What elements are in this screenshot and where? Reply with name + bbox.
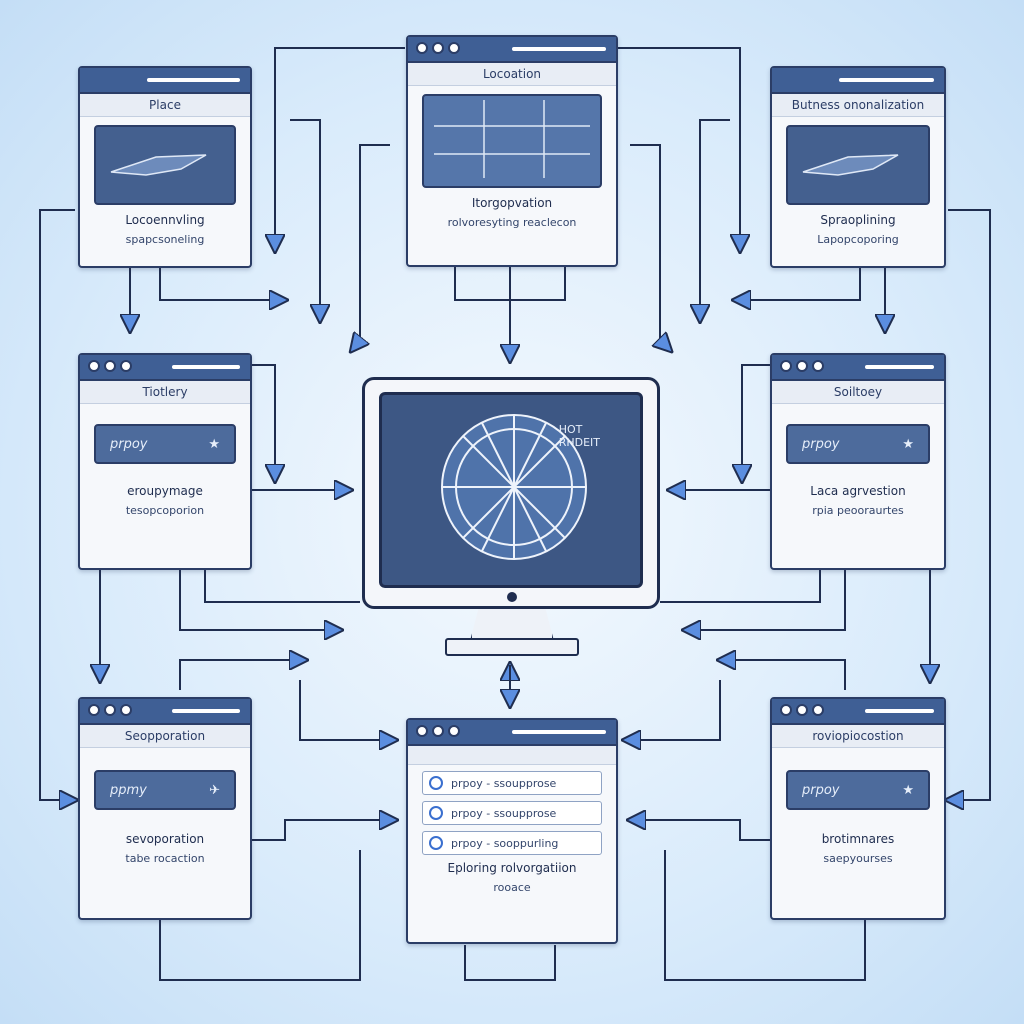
- banner-label: prpoy: [802, 436, 840, 452]
- star-icon: ✈: [209, 782, 220, 798]
- window-title: Tiotlery: [80, 381, 250, 404]
- radio-button[interactable]: [429, 836, 443, 850]
- monitor-stand: [470, 609, 554, 641]
- list-item-label: prpoy - sooppurling: [451, 836, 559, 850]
- title-bar: [408, 720, 616, 746]
- caption: saepyourses: [823, 852, 893, 865]
- power-dot: [507, 592, 517, 602]
- window-title: Seopporation: [80, 725, 250, 748]
- caption: Spraoplining: [820, 213, 896, 227]
- banner-label: prpoy: [110, 436, 148, 452]
- caption: rolvoresyting reaclecon: [447, 216, 577, 229]
- caption: Laca agrvestion: [810, 484, 906, 498]
- window-location: Locoation Itorgopvation rolvoresyting re…: [406, 35, 618, 267]
- window-options-list: prpoy - ssoupprose prpoy - ssoupprose pr…: [406, 718, 618, 944]
- list-item[interactable]: prpoy - ssoupprose: [422, 771, 602, 795]
- proxy-banner: prpoy ★: [94, 424, 236, 464]
- caption: sevoporation: [125, 832, 205, 846]
- caption: Locoennvling: [125, 213, 205, 227]
- title-bar: [408, 37, 616, 63]
- radio-button[interactable]: [429, 806, 443, 820]
- list-item-label: prpoy - ssoupprose: [451, 776, 557, 790]
- caption: spapcsoneling: [125, 233, 205, 246]
- caption: rpia peooraurtes: [812, 504, 904, 517]
- screen-label: RHDEIT: [558, 436, 600, 449]
- title-bar: [772, 355, 944, 381]
- list-item-label: prpoy - ssoupprose: [451, 806, 557, 820]
- window-soiltoey: Soiltoey prpoy ★ Laca agrvestion rpia peo…: [770, 353, 946, 570]
- caption: tabe rocaction: [125, 852, 205, 865]
- window-title: Soiltoey: [772, 381, 944, 404]
- title-bar: [80, 355, 250, 381]
- window-title: Place: [80, 94, 250, 117]
- grid-icon: [422, 94, 602, 188]
- banner-label: prpoy: [802, 782, 840, 798]
- window-business: Butness ononalization Spraoplining Lapop…: [770, 66, 946, 268]
- caption: tesopcoporion: [125, 504, 205, 517]
- list-item[interactable]: prpoy - sooppurling: [422, 831, 602, 855]
- window-title: [408, 746, 616, 765]
- window-seopporation: Seopporation ppmy ✈ sevoporation tabe roc…: [78, 697, 252, 920]
- star-icon: ★: [208, 436, 220, 452]
- banner-label: ppmy: [110, 782, 147, 798]
- proxy-banner: ppmy ✈: [94, 770, 236, 810]
- caption: Itorgopvation: [471, 196, 553, 210]
- caption: brotimnares: [821, 832, 895, 846]
- airplane-icon: [786, 125, 930, 205]
- window-roviopiocostion: roviopiocostion prpoy ★ brotimnares saepy…: [770, 697, 946, 920]
- caption: rooace: [493, 881, 531, 894]
- list-item[interactable]: prpoy - ssoupprose: [422, 801, 602, 825]
- window-title: Locoation: [408, 63, 616, 86]
- globe-icon: [441, 414, 587, 560]
- star-icon: ★: [902, 782, 914, 798]
- radio-button[interactable]: [429, 776, 443, 790]
- window-title: Butness ononalization: [772, 94, 944, 117]
- caption: eroupymage: [127, 484, 203, 498]
- central-monitor: HOT RHDEIT: [362, 377, 660, 609]
- title-bar: [772, 699, 944, 725]
- screen-label: HOT: [558, 423, 583, 436]
- monitor-screen: HOT RHDEIT: [379, 392, 643, 588]
- caption: Lapopcoporing: [817, 233, 899, 246]
- monitor-base: [445, 638, 579, 656]
- airplane-icon: [94, 125, 236, 205]
- window-title: roviopiocostion: [772, 725, 944, 748]
- window-place: Place Locoennvling spapcsoneling: [78, 66, 252, 268]
- proxy-banner: prpoy ★: [786, 424, 930, 464]
- window-tiotlery: Tiotlery prpoy ★ eroupymage tesopcoporion: [78, 353, 252, 570]
- title-bar: [80, 699, 250, 725]
- caption: Eploring rolvorgatiion: [447, 861, 577, 875]
- title-bar: [80, 68, 250, 94]
- title-bar: [772, 68, 944, 94]
- star-icon: ★: [902, 436, 914, 452]
- proxy-banner: prpoy ★: [786, 770, 930, 810]
